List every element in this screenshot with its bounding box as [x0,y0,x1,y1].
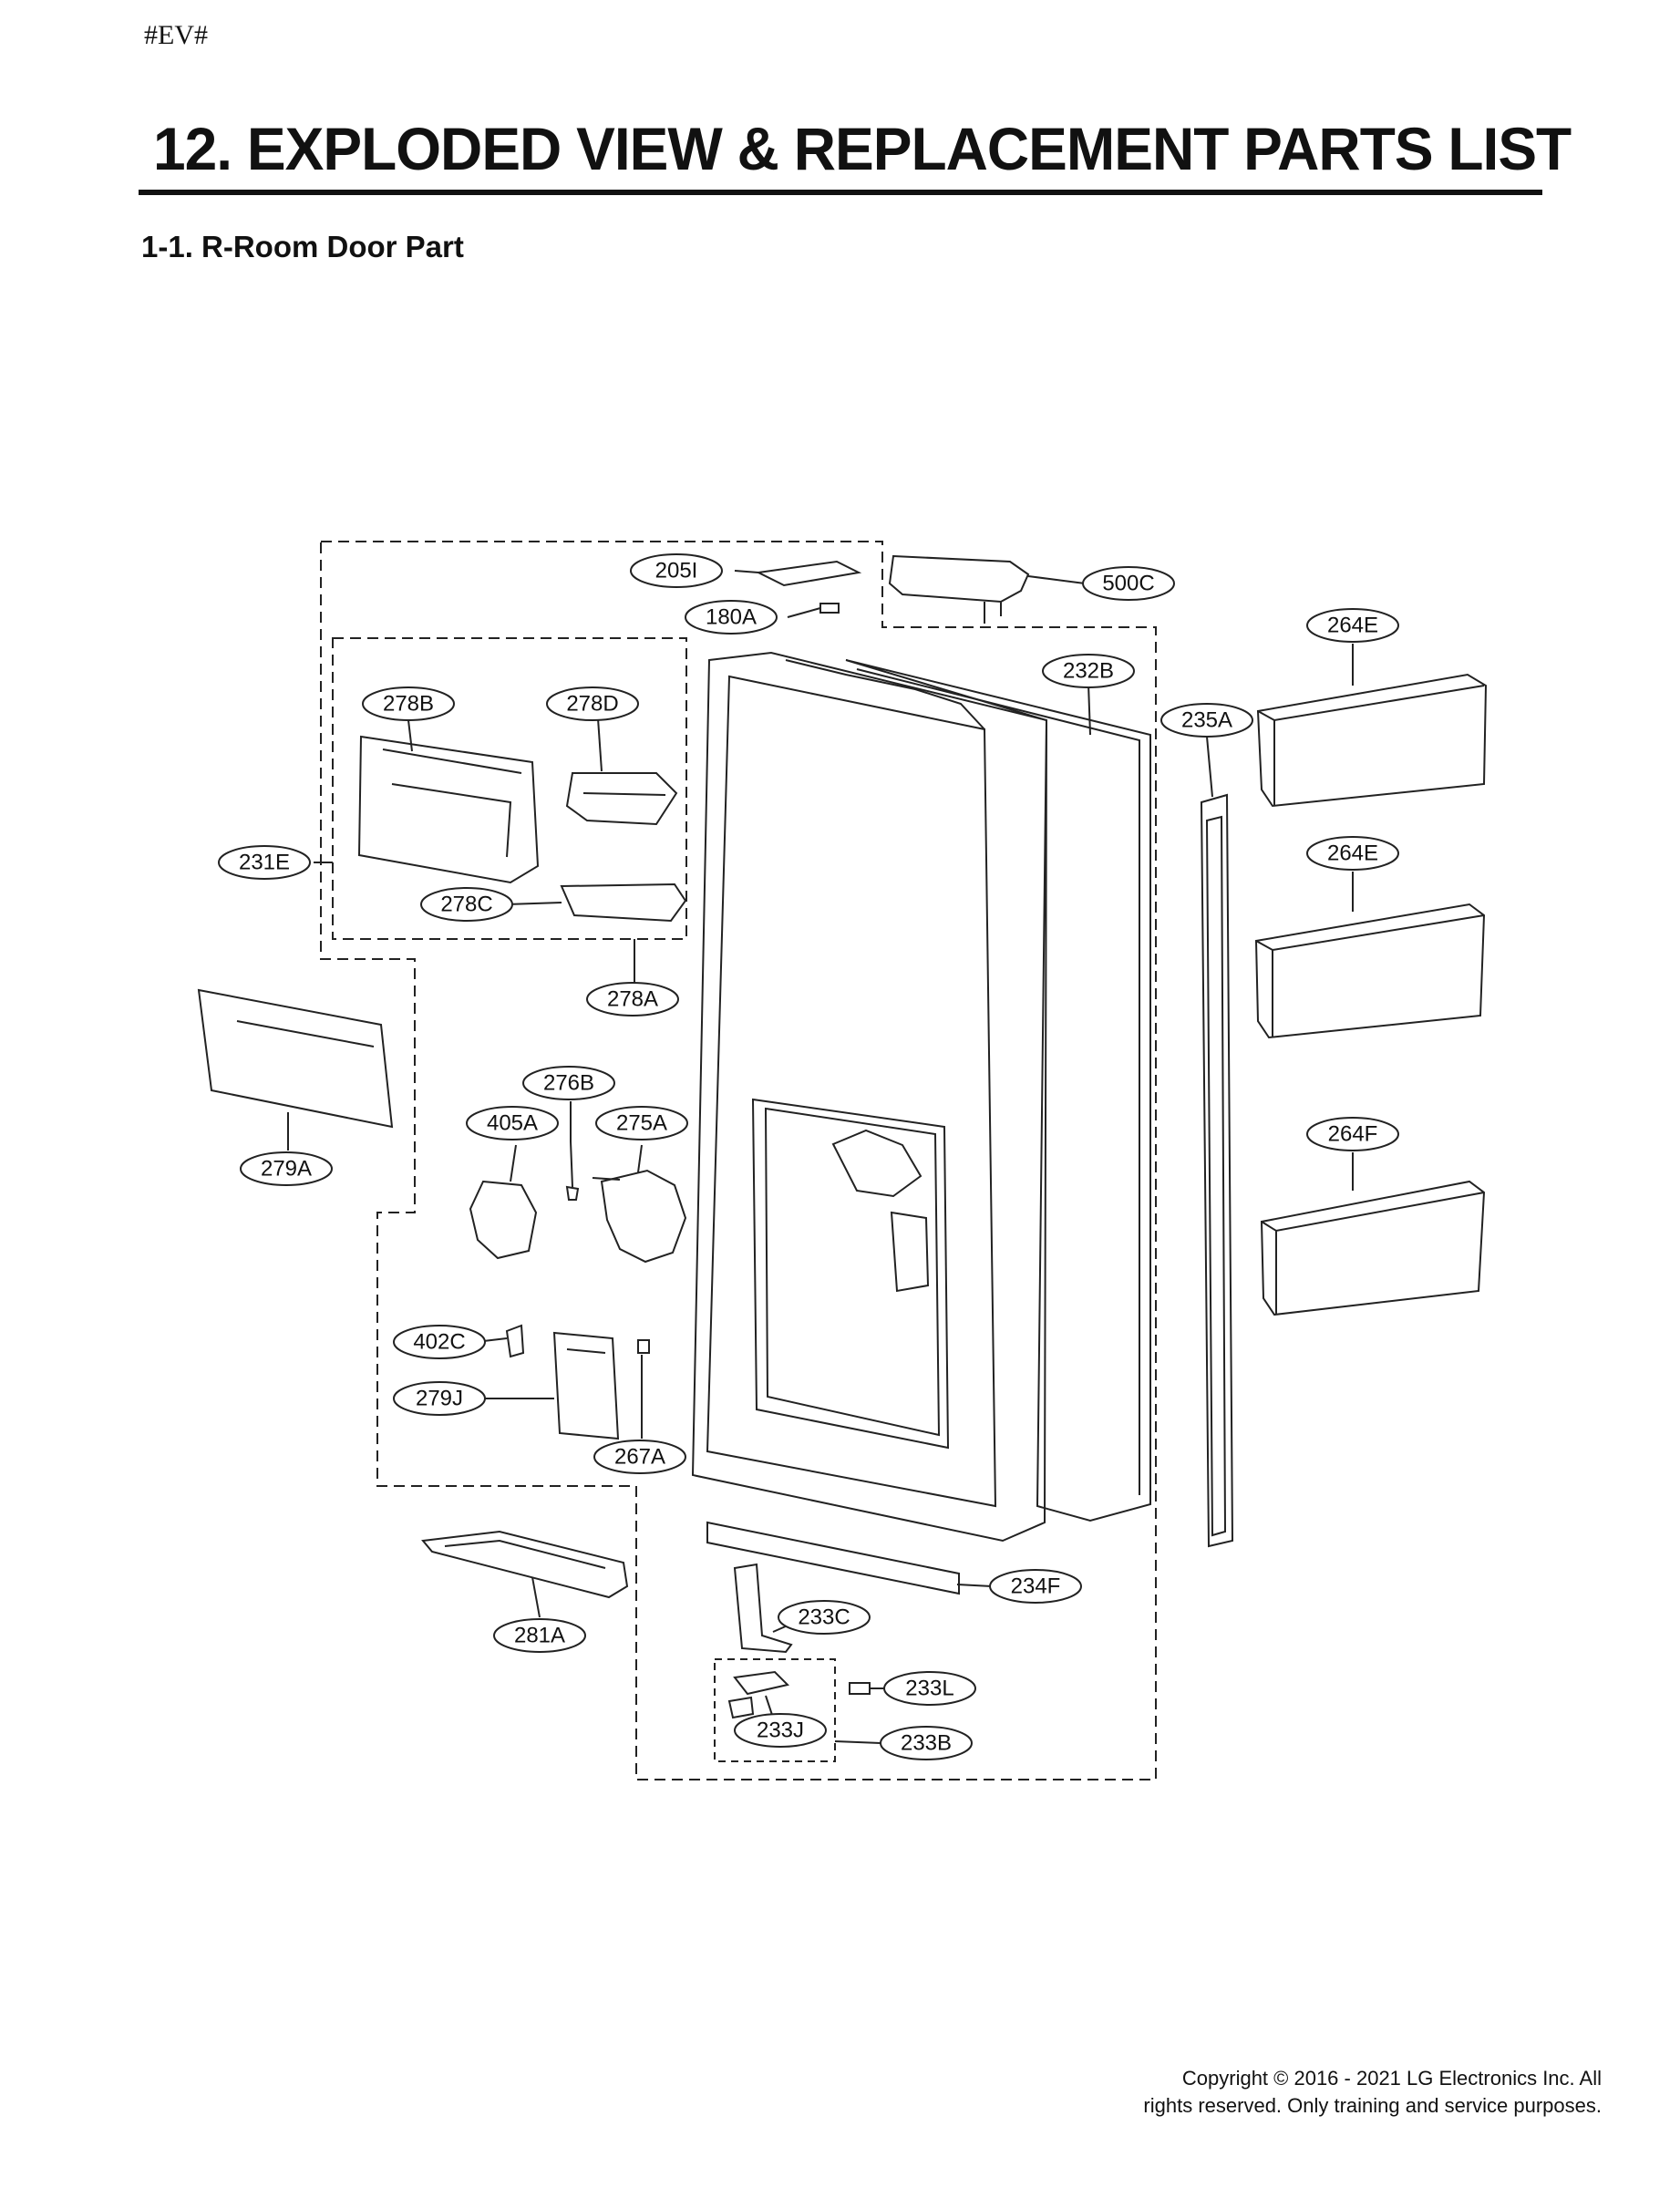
label-500C: 500C [1102,572,1154,596]
label-402C: 402C [413,1330,465,1355]
part-235A [1200,793,1234,1548]
part-180A [819,603,840,614]
callout-278A [586,982,679,1017]
label-278A: 278A [607,987,658,1012]
group-boundary-278A [332,637,687,940]
label-267A: 267A [614,1445,665,1470]
callout-500C [1082,566,1175,601]
label-231E: 231E [239,851,290,875]
label-281A: 281A [514,1624,565,1648]
label-233L: 233L [905,1677,953,1701]
callout-233J [734,1713,827,1748]
callout-281A [493,1618,586,1653]
page-title: 12. EXPLODED VIEW & REPLACEMENT PARTS LI… [153,115,1572,182]
title-underline [139,190,1542,195]
callout-233C [778,1600,871,1635]
label-234F: 234F [1011,1574,1061,1599]
callout-279A [240,1151,333,1186]
callout-234F [989,1569,1082,1604]
part-500C [888,554,1030,624]
part-275A [592,1169,687,1264]
copyright-line-2: rights reserved. Only training and servi… [1143,2094,1602,2117]
part-dispenser-chute [831,1129,922,1198]
part-264E-1 [1256,673,1488,808]
part-267A [637,1339,650,1354]
callout-405A [466,1106,559,1140]
callout-278D [546,686,639,721]
part-278B [357,735,540,884]
part-dispenser-lever [890,1211,930,1293]
callout-231E [218,845,311,880]
part-264E-2 [1254,903,1486,1039]
section-subtitle: 1-1. R-Room Door Part [141,230,464,263]
label-279J: 279J [416,1387,463,1411]
part-279A [197,988,394,1129]
callout-264F [1306,1117,1399,1151]
label-278D: 278D [566,692,618,717]
callout-267A [593,1440,686,1474]
group-boundary-233B [714,1658,836,1762]
part-233C [733,1563,793,1654]
callout-264E-middle [1306,836,1399,871]
page-marker: #EV# [144,20,208,50]
part-405A [469,1180,538,1260]
callout-279J [393,1381,486,1416]
part-door-top [785,659,985,730]
part-door-frame [691,651,1048,1543]
copyright-line-1: Copyright © 2016 - 2021 LG Electronics I… [1181,2067,1602,2090]
part-233J [727,1670,789,1719]
callout-278B [362,686,455,721]
part-278D [565,772,678,826]
part-276B [565,1140,580,1201]
label-405A: 405A [487,1111,538,1136]
label-205I: 205I [655,559,698,583]
part-278C [560,882,687,923]
callout-233B [880,1726,973,1760]
label-235A: 235A [1181,708,1232,733]
callout-232B [1042,654,1135,688]
callout-180A [685,600,778,635]
callout-264E-top [1306,608,1399,643]
label-233J: 233J [757,1718,804,1743]
group-boundary-231E [320,541,1157,1780]
label-264F: 264F [1328,1122,1378,1147]
part-dispenser-recess [751,1098,950,1450]
label-276B: 276B [543,1071,594,1096]
part-264F [1260,1180,1486,1316]
part-233L [849,1682,871,1695]
callout-205I [630,553,723,588]
part-232B [845,659,1151,1522]
part-door-inner [706,675,997,1508]
label-279A: 279A [261,1157,312,1182]
callout-235A [1160,703,1253,738]
label-233C: 233C [798,1605,850,1630]
label-180A: 180A [706,605,757,630]
label-233B: 233B [901,1731,952,1756]
label-232B: 232B [1063,659,1114,684]
part-402C [505,1324,525,1358]
callout-275A [595,1106,688,1140]
label-278C: 278C [440,893,492,917]
callout-276B [522,1066,615,1100]
part-281A [421,1530,629,1599]
part-279J [552,1331,620,1440]
label-264E-middle: 264E [1327,841,1378,866]
label-278B: 278B [383,692,434,717]
copyright-notice: Copyright © 2016 - 2021 LG Electronics I… [1036,2065,1602,2120]
label-264E-top: 264E [1327,614,1378,638]
part-205I [755,560,862,587]
part-234F [706,1521,960,1595]
callout-278C [420,887,513,922]
label-275A: 275A [616,1111,667,1136]
callout-233L [883,1671,976,1706]
part-dispenser-inner [764,1107,941,1437]
callout-402C [393,1325,486,1359]
